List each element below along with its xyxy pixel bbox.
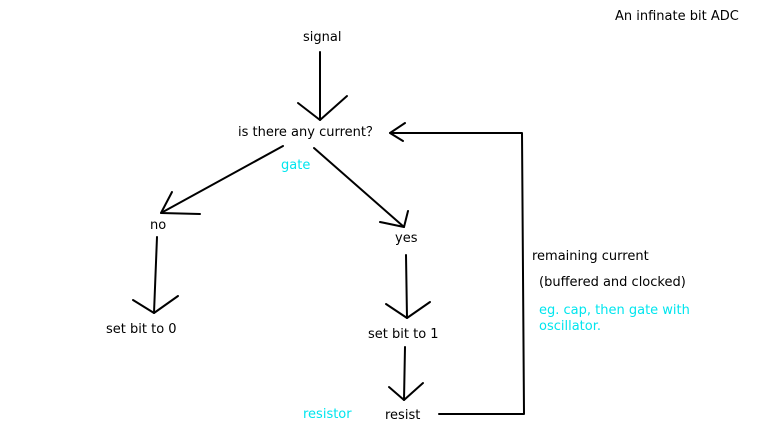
node-remaining-current: remaining current [532,249,649,264]
node-signal: signal [303,30,342,45]
arrow-signal-head [297,95,348,121]
arrow-set-one-head [385,301,431,319]
arrow-feedback-loop [389,132,525,415]
arrow-question-to-yes [313,147,405,228]
node-resist: resist [385,408,421,423]
diagram-title: An infinate bit ADC [615,9,739,24]
arrow-no-to-set-zero [153,236,158,314]
node-no: no [150,218,167,233]
arrow-set-one-to-resist [403,346,406,401]
arrow-yes-to-set-one [405,254,408,319]
arrow-set-zero-head [132,295,179,314]
note-gate: gate [281,158,311,173]
node-buffered-clocked: (buffered and clocked) [539,275,686,290]
node-yes: yes [395,231,418,246]
node-question: is there any current？ [238,125,379,140]
arrow-no-head [160,191,201,215]
arrow-resist-head [388,382,424,401]
note-cap-line1: eg. cap, then gate with [539,303,690,318]
note-resistor: resistor [303,407,352,422]
node-set-bit-one: set bit to 1 [368,327,439,342]
arrow-question-to-no [160,145,284,214]
arrow-feedback-head [389,122,406,142]
note-cap-line2: oscillator. [539,319,602,334]
arrow-yes-head [379,210,409,228]
node-set-bit-zero: set bit to 0 [106,322,177,337]
